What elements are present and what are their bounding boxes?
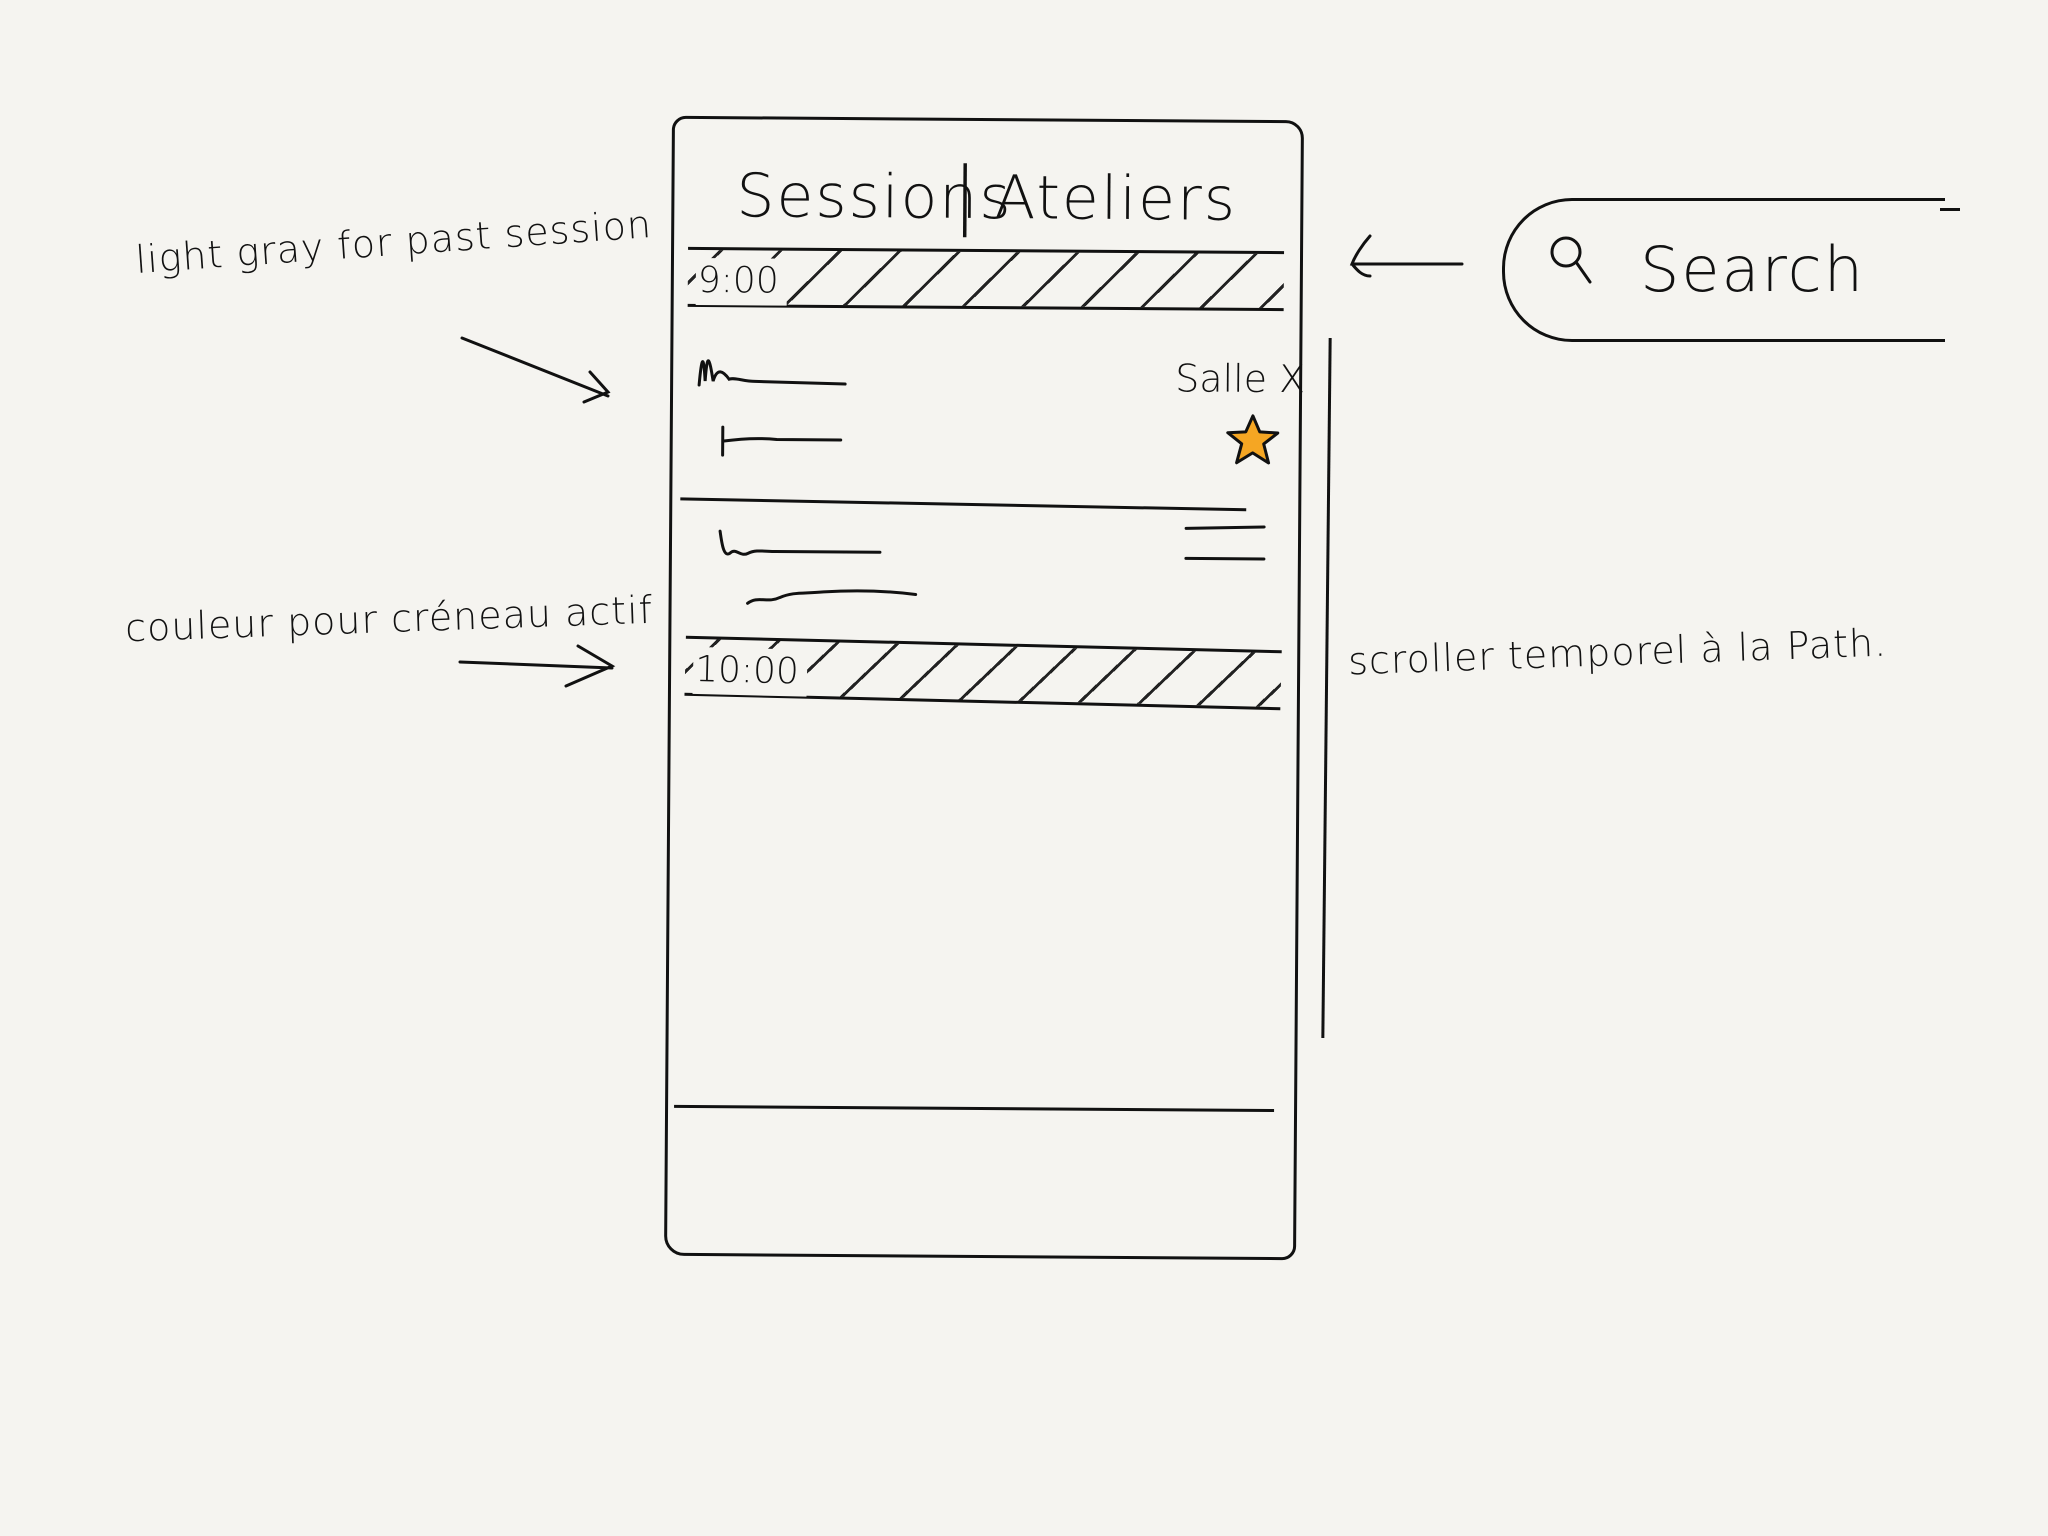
time-label: 9:00 xyxy=(695,257,787,306)
session-row[interactable] xyxy=(671,509,1298,643)
search-bar-edge xyxy=(1940,208,1960,211)
time-label: 10:00 xyxy=(692,646,808,697)
session-speaker-placeholder xyxy=(721,425,843,457)
tab-separator: | xyxy=(952,151,980,238)
star-icon[interactable] xyxy=(1225,413,1281,467)
search-icon xyxy=(1550,236,1592,284)
session-room-label: Salle X xyxy=(1175,356,1306,402)
session-title-placeholder xyxy=(718,529,882,556)
time-bar-active: 10:00 xyxy=(684,635,1282,711)
tab-ateliers[interactable]: Ateliers xyxy=(994,159,1237,239)
time-bar-past: 9:00 xyxy=(687,246,1285,312)
session-title-placeholder xyxy=(697,359,847,387)
session-room-placeholder xyxy=(1184,525,1266,561)
tab-ateliers-label: Ateliers xyxy=(994,163,1238,235)
phone-frame: Sessions | Ateliers 9:00 Salle X xyxy=(664,115,1305,1261)
search-bar[interactable] xyxy=(1502,198,1945,342)
search-label: Search xyxy=(1640,233,1866,306)
session-speaker-placeholder xyxy=(746,589,918,605)
phone-footer-area xyxy=(667,1109,1294,1253)
session-row[interactable]: Salle X xyxy=(672,309,1305,503)
